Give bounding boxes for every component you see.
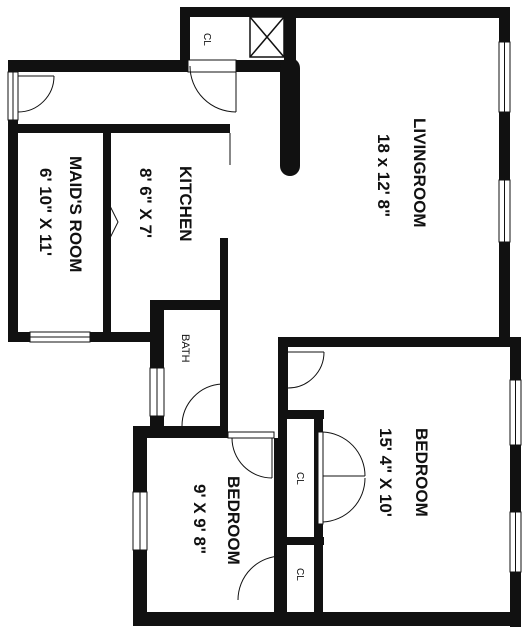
door-arc-bath — [181, 383, 223, 427]
wall-bed-small-right — [274, 438, 282, 626]
wall-bath-top — [150, 300, 228, 310]
wall-hall-top-2 — [236, 60, 286, 72]
room-size-kitchen: 8' 6" X 7' — [136, 168, 155, 238]
room-name-maids-room: MAID'S ROOM — [66, 156, 85, 272]
wall-hall-top — [8, 60, 188, 72]
room-size-livingroom: 18 x 12' 8" — [374, 134, 393, 217]
wall-pillar-top — [284, 7, 296, 67]
wall-right — [499, 7, 510, 347]
room-name-kitchen: KITCHEN — [176, 166, 195, 242]
closet-label-bottom: CL — [294, 568, 305, 581]
wall-closet-stack-top — [278, 410, 324, 419]
door-arc-closet-mid-2 — [322, 477, 366, 523]
door-arc-bed-large — [287, 351, 325, 389]
closet-label-middle: CL — [294, 472, 305, 485]
wall-closet-stack-left — [278, 410, 287, 626]
wall-maid-left — [8, 60, 18, 342]
wall-kitchen-right — [220, 238, 228, 434]
wall-top — [288, 7, 510, 18]
door-arc-closet-mid-1 — [322, 431, 366, 477]
door-arc-hall — [17, 75, 55, 113]
room-size-bedroom-small: 9' X 9' 8" — [190, 484, 209, 554]
shaft — [249, 16, 285, 58]
room-name-bedroom-large: BEDROOM — [412, 428, 431, 517]
wall-bath-bottom — [133, 426, 228, 438]
wall-closet-top-left — [180, 7, 190, 72]
room-name-bedroom-small: BEDROOM — [224, 476, 243, 565]
doors — [17, 59, 366, 604]
wall-closet-mid — [278, 537, 324, 545]
room-name-bath: BATH — [179, 334, 191, 363]
wall-living-bottom-left — [278, 337, 288, 417]
wall-maid-right — [103, 124, 111, 338]
room-name-livingroom: LIVINGROOM — [410, 118, 429, 228]
door-maid-bifold — [106, 199, 119, 245]
wall-living-bottom — [278, 337, 518, 347]
closet-label-top: CL — [201, 33, 212, 46]
door-arc-closet-top — [189, 65, 237, 113]
door-arc-closet-bottom — [237, 555, 283, 601]
room-size-bedroom-large: 15' 4" X 10' — [376, 428, 395, 517]
room-size-maids-room: 6' 10" X 11' — [36, 168, 55, 256]
wall-right-lower — [510, 337, 521, 627]
wall-bottom — [133, 612, 521, 626]
door-arc-bed-small — [231, 437, 273, 479]
windows — [7, 41, 522, 573]
wall-closet-top — [180, 7, 295, 17]
wall-pillar — [280, 58, 300, 176]
walls — [8, 7, 521, 627]
wall-maid-top — [8, 124, 230, 133]
